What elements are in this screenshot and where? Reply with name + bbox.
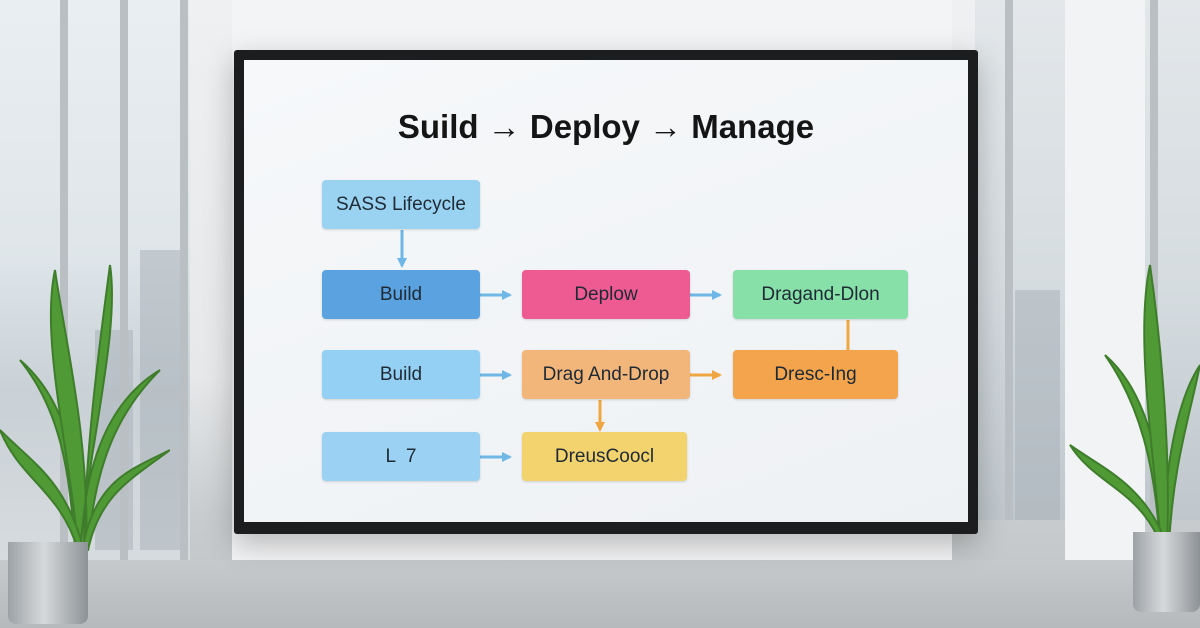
right-plant — [1069, 264, 1200, 546]
node-build-primary[interactable]: Build — [322, 270, 480, 319]
node-label: Drag And-Drop — [542, 363, 670, 385]
node-label: L 7 — [385, 445, 417, 467]
node-build-secondary[interactable]: Build — [322, 350, 480, 399]
floor — [0, 560, 1200, 628]
node-sass-lifecycle[interactable]: SASS Lifecycle — [322, 180, 480, 229]
node-label: Build — [379, 283, 423, 305]
node-label: Dresc-Ing — [774, 363, 857, 385]
node-l7[interactable]: L 7 — [322, 432, 480, 481]
left-plant — [0, 264, 170, 551]
node-dragand-dlon[interactable]: Dragand-Dlon — [733, 270, 908, 319]
diagram-screen: Suild → Deploy → Manage SASS Lifecycle — [244, 60, 968, 522]
right-pillar — [1065, 0, 1145, 560]
node-label: Dragand-Dlon — [761, 283, 880, 305]
display-monitor: Suild → Deploy → Manage SASS Lifecycle — [234, 50, 978, 534]
node-drag-and-drop[interactable]: Drag And-Drop — [522, 350, 690, 399]
node-label: DreusCoocl — [554, 445, 655, 467]
left-plant-pot — [8, 542, 88, 624]
diagram-title: Suild → Deploy → Manage — [397, 108, 815, 145]
node-deplow[interactable]: Deplow — [522, 270, 690, 319]
node-dreuscoocl[interactable]: DreusCoocl — [522, 432, 687, 481]
node-dresc-ing[interactable]: Dresc-Ing — [733, 350, 898, 399]
right-plant-pot — [1133, 532, 1200, 612]
node-label: SASS Lifecycle — [336, 193, 466, 215]
node-label: Build — [379, 363, 423, 385]
node-label: Deplow — [574, 283, 638, 305]
